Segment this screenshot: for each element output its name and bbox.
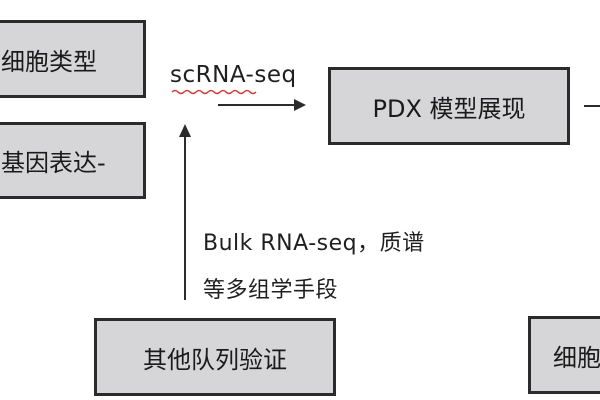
bulk-rnaseq-label: Bulk RNA-seq，质谱 xyxy=(203,231,425,256)
gene-expression-text: 基因表达- xyxy=(1,149,106,177)
scrna-arrow-head xyxy=(294,99,306,111)
cell-partial-text: 细胞 xyxy=(553,343,600,372)
spellcheck-underline xyxy=(171,89,257,95)
bulk-arrow-head xyxy=(179,124,191,137)
pdx-model-text: PDX 模型展现 xyxy=(372,94,526,123)
other-cohort-text: 其他队列验证 xyxy=(143,345,287,374)
cell-type-text: 细胞类型 xyxy=(1,47,97,76)
multi-omics-label: 等多组学手段 xyxy=(203,278,339,303)
scrna-seq-label: scRNA-seq xyxy=(170,62,297,88)
other-cohort-box: 其他队列验证 xyxy=(94,318,336,396)
cell-type-box: 细胞类型 xyxy=(0,20,146,98)
cell-partial-box: 细胞 xyxy=(528,316,600,394)
pdx-model-box: PDX 模型展现 xyxy=(328,67,570,145)
gene-expression-box: 基因表达- xyxy=(0,122,146,199)
